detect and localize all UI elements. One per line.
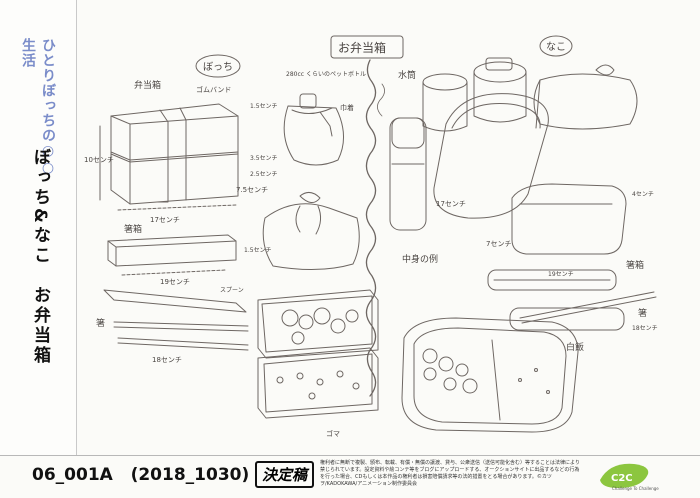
bento-width-label: 17センチ (150, 216, 180, 224)
chopsticks-right (509, 291, 657, 331)
small-dim-2: 3.5センチ (250, 155, 278, 162)
chopstick-case-right (487, 269, 617, 291)
small-dim-3: 2.5センチ (250, 171, 278, 178)
small-dim-1: 1.5センチ (250, 103, 278, 110)
wrap-label: 巾着 (340, 103, 354, 112)
nako-oval-bento (433, 93, 549, 219)
bocchi-open-bento (257, 289, 379, 419)
bento-width-dim (117, 204, 237, 211)
artwork: お弁当箱 ぼっち なこ 弁当箱 ゴムバンド 17センチ 10センチ 7.5センチ… (84, 35, 658, 438)
series-logo: ひとりぼっちの○○生活 (8, 30, 56, 180)
bocchi-label: ぼっち (203, 61, 233, 73)
case-left-h: 1.5センチ (244, 247, 272, 254)
contents-label: 中身の例 (402, 253, 438, 265)
case-left-w: 19センチ (160, 278, 190, 286)
divider-line (365, 59, 377, 397)
series-logo-text: ひとりぼっちの○○生活 (20, 38, 56, 177)
sheet-date: (2018_1030) (130, 465, 250, 485)
studio-logo-text: C2C (611, 473, 633, 484)
chopsticks-left (103, 289, 249, 351)
chopstick-case-left (107, 234, 237, 267)
nako-circle (539, 35, 573, 57)
left-column: ひとりぼっちの○○生活 ぼっち&なこ お弁当箱 (0, 0, 77, 497)
bocchi-circle (195, 54, 241, 78)
copyright-notice: 権利者に無断で複製、頒布、転載、有償・無償の譲渡、貸与、公衆送信（送信可能化含む… (320, 460, 580, 487)
wrapped-bento (262, 192, 360, 271)
pouch-label: 280cc くらいのペットボトル (286, 70, 366, 78)
sesame-label: ゴマ (326, 429, 340, 438)
bento-band-label: ゴムバンド (196, 85, 231, 94)
chopsticks-left-label: 箸 (96, 317, 105, 329)
sheet-title: ぼっち&なこ お弁当箱 (30, 148, 50, 366)
status-stamp: 決定稿 (255, 461, 315, 488)
nako-cups (422, 57, 527, 132)
footer: 06_001A (2018_1030) 決定稿 権利者に無断で複製、頒布、転載、… (0, 455, 700, 498)
studio-logo: C2C (600, 463, 649, 488)
bottle-length: 17センチ (436, 200, 466, 208)
bento-depth-label: 7.5センチ (236, 186, 268, 194)
spoon-label: スプーン (220, 287, 244, 294)
water-bottle-label: 水筒 (398, 69, 416, 81)
drawstring-pouch (283, 93, 344, 166)
sheet-code-id: 06_001A (32, 465, 113, 485)
nako-label: なこ (546, 41, 566, 53)
case-right-label: 箸箱 (626, 259, 644, 271)
nako-open-box (511, 183, 627, 255)
nako-box-w: 19センチ (548, 271, 574, 278)
nako-wrapped-bento (533, 64, 638, 130)
bocchi-bento-box (110, 103, 239, 205)
case-right-len: 18センチ (632, 325, 658, 332)
sheet-code: 06_001A (2018_1030) (32, 465, 249, 485)
bento-height-label: 10センチ (84, 156, 114, 164)
nako-box-d: 7センチ (486, 240, 511, 248)
nako-open-bento (401, 317, 579, 433)
nako-box-h: 4センチ (632, 191, 654, 198)
heading-label: お弁当箱 (338, 40, 386, 55)
heading-box (330, 35, 404, 59)
chop-length: 18センチ (152, 356, 182, 364)
rice-label: 白飯 (566, 341, 584, 353)
bento-label: 弁当箱 (134, 79, 161, 91)
case-left-label: 箸箱 (124, 223, 142, 235)
studio-tagline: Challenge To Challenge (612, 486, 659, 491)
water-bottle (389, 117, 427, 231)
chopsticks-right-label: 箸 (638, 307, 647, 319)
